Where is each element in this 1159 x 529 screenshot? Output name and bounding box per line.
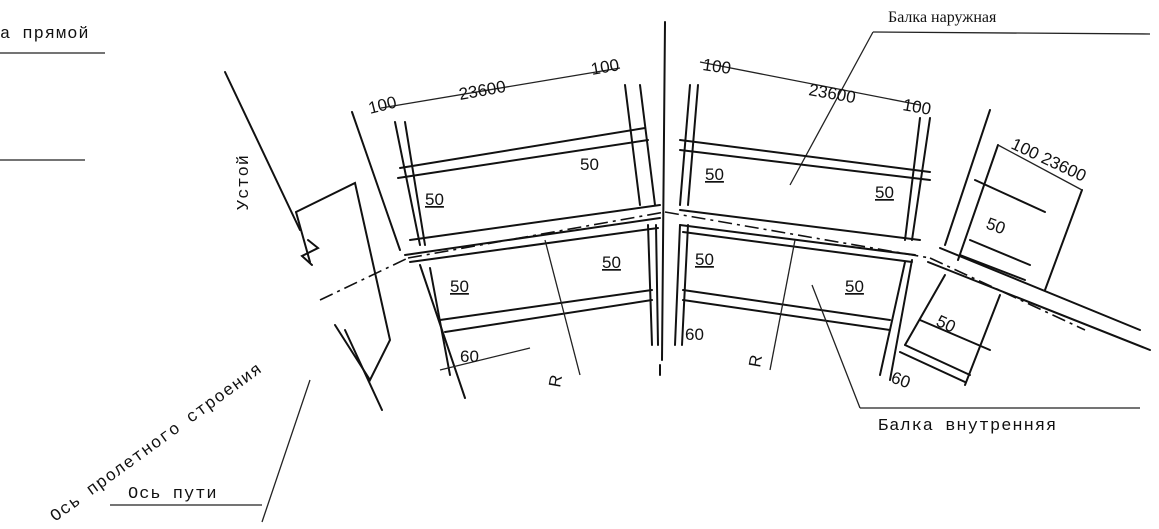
drawing-lines	[0, 21, 1151, 523]
dim-50-j: 50	[933, 311, 958, 336]
dim-50-h: 50	[845, 277, 864, 296]
radius-label-right: R	[745, 353, 766, 368]
dim-100-23600-far-right: 100 23600	[1008, 134, 1089, 185]
radius-label-left: R	[545, 373, 566, 388]
text-labels: а прямой Балка наружная Устой Ось пролет…	[0, 9, 1057, 527]
label-ustoy: Устой	[235, 154, 254, 210]
dim-50-e: 50	[450, 277, 469, 296]
dim-50-a: 50	[425, 190, 444, 209]
dim-50-i: 50	[984, 214, 1008, 238]
dim-100-right-end: 100	[901, 95, 932, 119]
dim-60-b: 60	[685, 325, 704, 344]
dim-23600-right: 23600	[807, 80, 857, 107]
label-balka-naruzhnaya: Балка наружная	[888, 9, 997, 26]
dim-50-d: 50	[875, 183, 894, 202]
dim-50-f: 50	[602, 253, 621, 272]
dim-50-c: 50	[705, 165, 724, 184]
dim-50-g: 50	[695, 250, 714, 269]
dim-100-left-end: 100	[589, 55, 620, 79]
label-balka-vnutrennyaya: Балка внутренняя	[878, 417, 1057, 436]
label-os-puti: Ось пути	[128, 485, 218, 504]
label-os-pryamoy-partial: а прямой	[0, 25, 90, 44]
dim-23600-left: 23600	[457, 77, 507, 104]
dim-100-left: 100	[366, 93, 398, 118]
dim-50-b: 50	[580, 155, 599, 174]
dim-60-a: 60	[460, 347, 479, 366]
dim-100-right: 100	[701, 55, 732, 78]
